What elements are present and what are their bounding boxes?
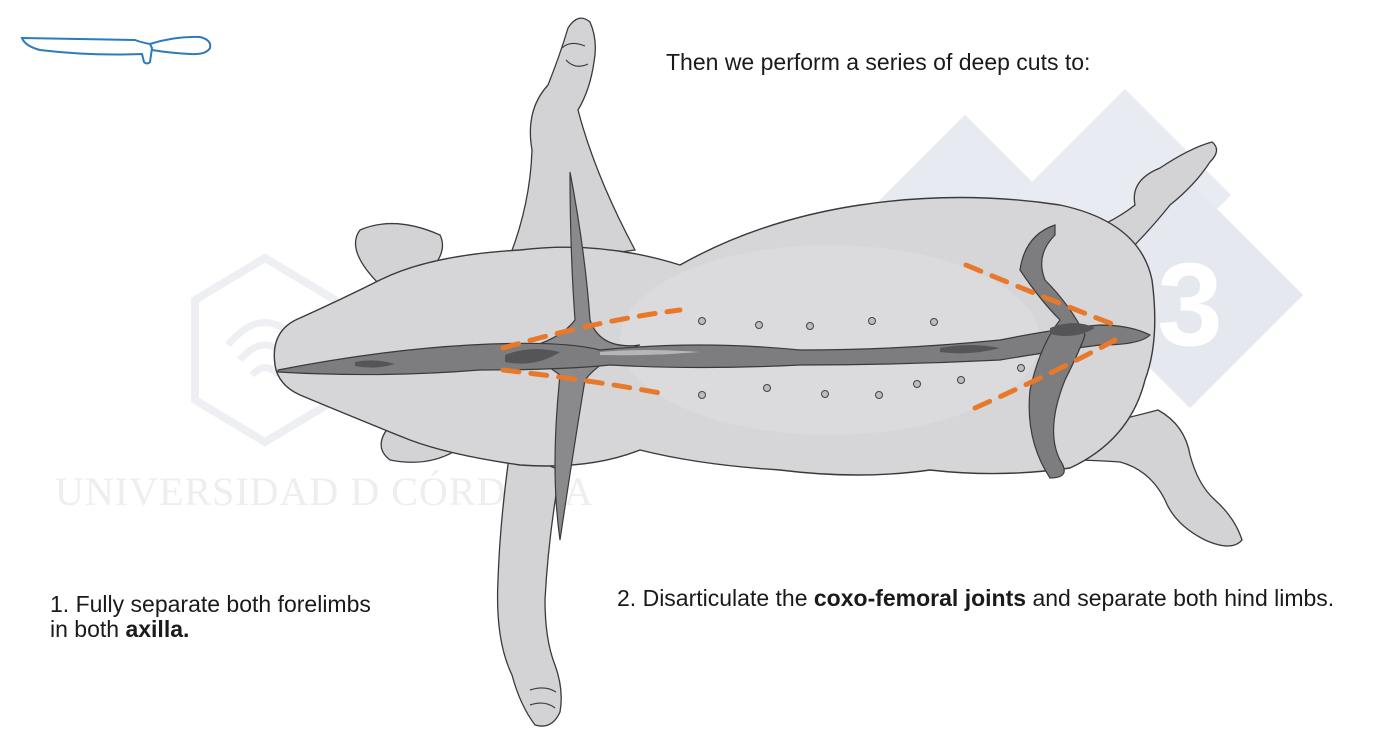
- axilla-cut-upper: [500, 307, 683, 351]
- midline-incision: [277, 324, 1152, 376]
- hindleg-lower: [1069, 409, 1243, 547]
- cut-lines: [500, 262, 1118, 411]
- nipples: [698, 317, 1025, 399]
- opened-skin: [277, 171, 1152, 541]
- step-2-text-after: and separate both hind limbs.: [1032, 585, 1335, 611]
- instruction-heading: Then we perform a series of deep cuts to…: [666, 49, 1091, 75]
- axilla-cut-lower: [500, 367, 663, 396]
- step-1-text-before: Fully separate both forelimbs in both: [50, 591, 371, 642]
- step-2-text-before: Disarticulate the: [642, 585, 808, 611]
- watermark-badge-number: 3: [1157, 239, 1223, 371]
- foreleg-upper: [503, 17, 637, 269]
- step-1-text-bold: axilla.: [125, 616, 190, 642]
- step-1-text: 1. Fully separate both forelimbs in both…: [50, 592, 380, 642]
- carcass-body: [273, 17, 1243, 727]
- coxofemoral-cut-lower: [972, 337, 1118, 411]
- step-2-text-bold: coxo-femoral joints: [813, 585, 1027, 611]
- step-2-text: 2. Disarticulate the coxo-femoral joints…: [617, 586, 1337, 611]
- foreleg-lower: [496, 449, 562, 727]
- step-2-number: 2.: [617, 585, 637, 611]
- knife-icon: [20, 35, 212, 65]
- coxofemoral-cut-upper: [963, 262, 1118, 328]
- hindlimb-skin-flap: [1019, 224, 1086, 479]
- chest-shading: [620, 245, 1040, 435]
- step-1-number: 1.: [50, 591, 70, 617]
